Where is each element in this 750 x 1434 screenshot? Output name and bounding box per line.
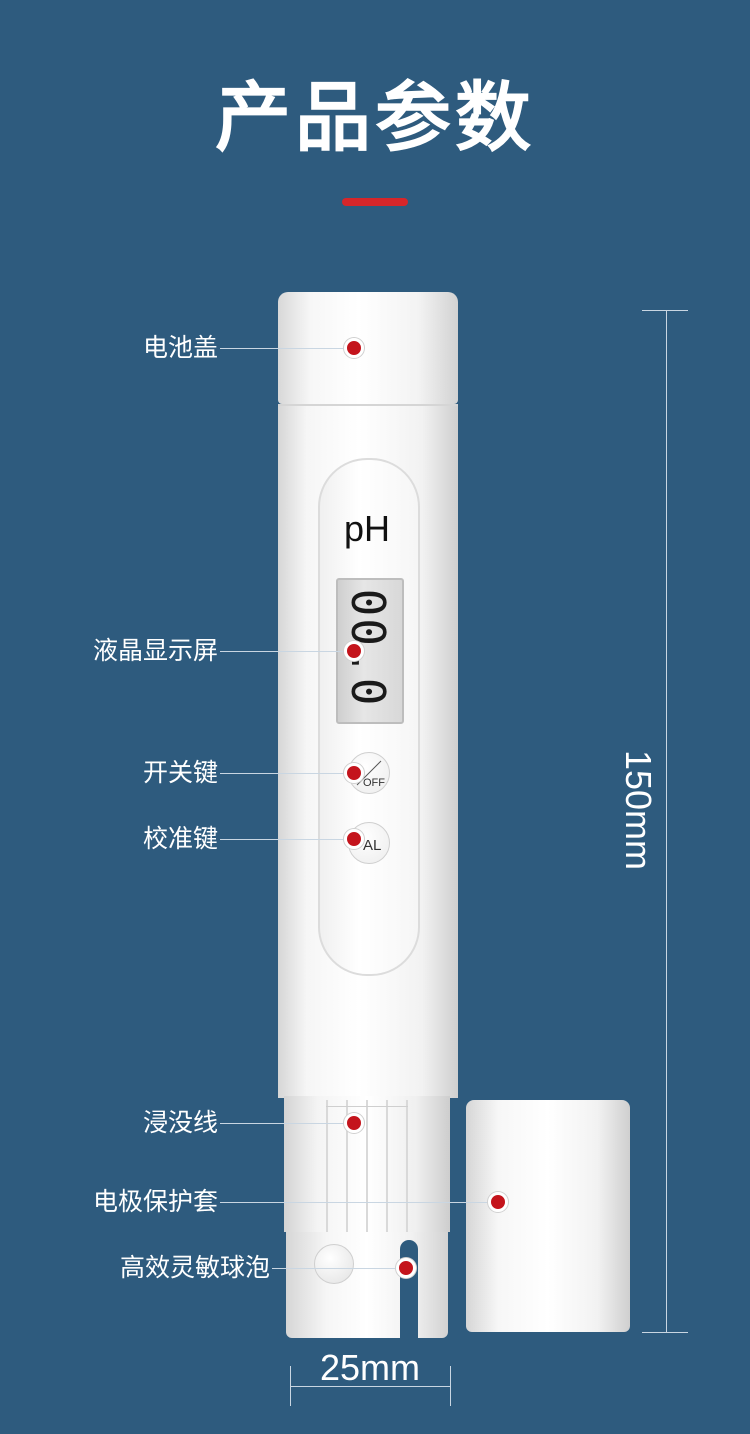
label-immersion-line: 浸没线 (142, 1108, 218, 1137)
page-title: 产品参数 (215, 73, 535, 162)
leader-line (220, 651, 346, 652)
leader-line (220, 1123, 346, 1124)
leader-line (220, 1202, 490, 1203)
probe-slot (400, 1240, 418, 1338)
dimension-line-horizontal (290, 1386, 450, 1387)
power-button-label: OFF (363, 777, 385, 789)
guard-rib (406, 1100, 408, 1232)
label-protective-cap: 电极保护套 (92, 1187, 218, 1216)
dimension-tick-right (450, 1366, 451, 1406)
label-calibrate-button: 校准键 (142, 824, 218, 853)
length-dimension: 150mm (618, 749, 659, 871)
label-lcd-screen: 液晶显示屏 (92, 636, 218, 665)
leader-line (220, 839, 346, 840)
marker-dot (488, 1192, 508, 1212)
dimension-line-vertical (666, 310, 667, 1332)
mode-label: pH (343, 508, 391, 549)
marker-dot (396, 1258, 416, 1278)
leader-line (220, 773, 346, 774)
immersion-line-mark (326, 1106, 408, 1107)
glass-bulb (314, 1244, 354, 1284)
power-slash-icon (356, 760, 382, 786)
dimension-tick-top (642, 310, 688, 311)
label-battery-cover: 电池盖 (142, 333, 218, 362)
title-accent-bar (342, 198, 408, 206)
marker-dot (344, 1113, 364, 1133)
marker-dot (344, 641, 364, 661)
guard-rib (366, 1100, 368, 1232)
guard-rib (386, 1100, 388, 1232)
label-glass-bulb: 高效灵敏球泡 (119, 1253, 270, 1282)
dimension-tick-bottom (642, 1332, 688, 1333)
guard-rib (346, 1100, 348, 1232)
marker-dot (344, 763, 364, 783)
probe-tip (286, 1232, 448, 1338)
guard-rib (326, 1100, 328, 1232)
leader-line (220, 348, 346, 349)
label-power-button: 开关键 (142, 758, 218, 787)
leader-line (272, 1268, 396, 1269)
width-dimension: 25mm (319, 1347, 421, 1388)
protective-cap (466, 1100, 630, 1332)
marker-dot (344, 338, 364, 358)
marker-dot (344, 829, 364, 849)
calibrate-button-label: AL (363, 837, 382, 854)
